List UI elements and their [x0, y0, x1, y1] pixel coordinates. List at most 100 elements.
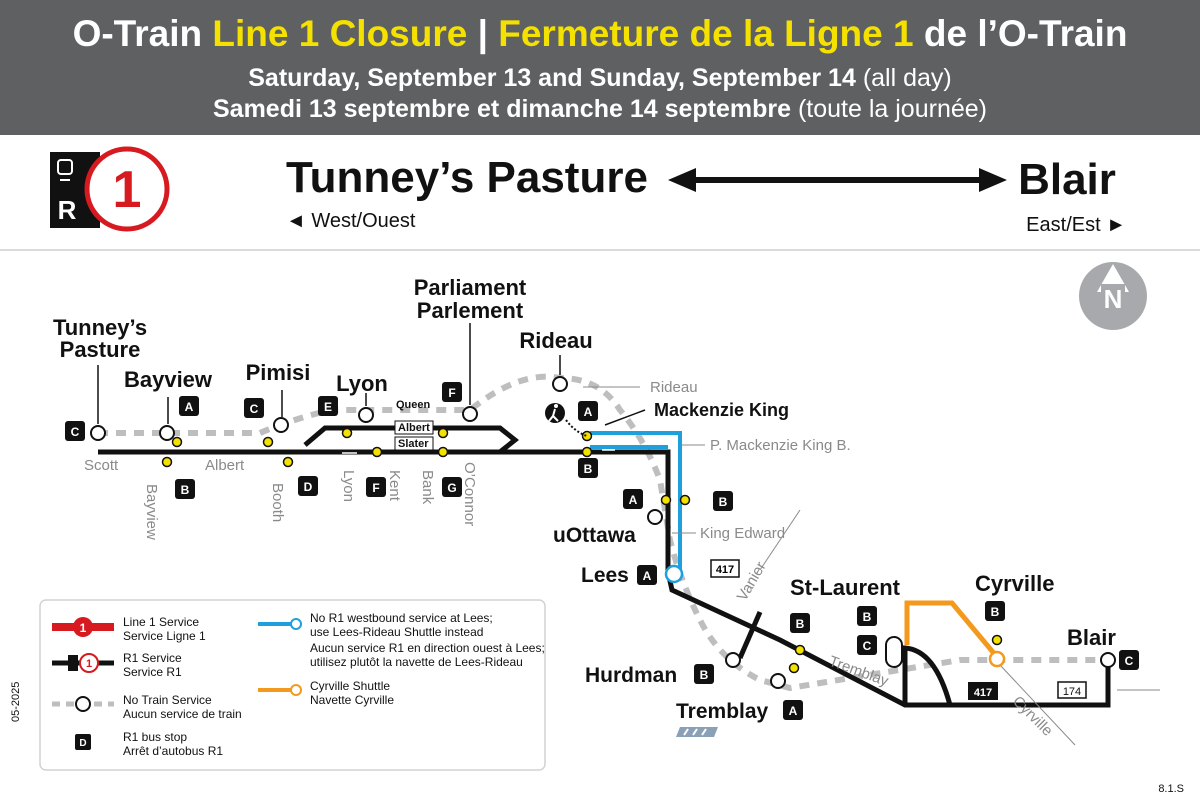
legend-line1-number: 1 — [80, 621, 87, 635]
hwy-174-label: 174 — [1063, 686, 1081, 698]
street-lyon: Lyon — [340, 470, 357, 502]
street-slater: Slater — [398, 438, 429, 450]
date-french: Samedi 13 septembre et dimanche 14 septe… — [0, 94, 1200, 124]
highway-417-icon: 417 — [710, 559, 740, 578]
hwy-417-label: 417 — [716, 564, 734, 576]
street-albert-downtown: Albert — [398, 422, 430, 434]
legend-notrain-en: No Train Service — [123, 693, 212, 707]
station-tunneys-pasture: Tunney’s — [53, 315, 147, 340]
svg-text:C: C — [250, 402, 259, 416]
highway-417-icon: 417 — [968, 682, 998, 700]
station-uottawa: uOttawa — [553, 524, 636, 547]
svg-text:B: B — [719, 495, 728, 509]
legend-r1-fr: Service R1 — [123, 665, 182, 679]
svg-text:C: C — [1125, 654, 1134, 668]
date-code: 05-2025 — [10, 682, 22, 722]
cyrville-station-marker — [988, 650, 1006, 668]
street-tremblay: Tremblay — [827, 653, 892, 690]
bus-stop-markers — [161, 427, 1003, 674]
svg-text:C: C — [71, 425, 80, 439]
legend-lees-fr2: utilisez plutôt la navette de Lees-Ridea… — [310, 655, 523, 669]
legend-line1-en: Line 1 Service — [123, 615, 199, 629]
legend-cyrville-en: Cyrville Shuttle — [310, 679, 390, 693]
street-rideau: Rideau — [650, 379, 698, 396]
svg-text:A: A — [185, 400, 194, 414]
title-part: O-Train — [72, 13, 213, 54]
station-tremblay: Tremblay — [676, 700, 769, 723]
direction-arrow — [668, 168, 1007, 192]
closed-train-line — [98, 373, 1108, 692]
header-banner: O-Train Line 1 Closure | Fermeture de la… — [0, 0, 1200, 135]
lees-station-marker — [664, 564, 684, 584]
station-rideau: Rideau — [519, 328, 592, 353]
compass-letter: N — [1104, 284, 1123, 314]
street-bank: Bank — [419, 470, 436, 505]
station-lyon: Lyon — [336, 371, 388, 396]
date-en: Saturday, September 13 and Sunday, Septe… — [248, 64, 856, 92]
date-en-note: (all day) — [855, 64, 952, 92]
svg-text:G: G — [447, 481, 456, 495]
stop-badges: C A B C D E F F G A B A B A B A B B C B … — [65, 382, 1139, 720]
hwy-417-label-2: 417 — [974, 687, 992, 699]
title-separator: | — [467, 13, 499, 54]
street-bayview: Bayview — [143, 484, 160, 540]
station-cyrville: Cyrville — [975, 571, 1055, 596]
station-markers — [90, 376, 1116, 689]
station-parlement: Parlement — [417, 298, 524, 323]
lees-rideau-shuttle-route — [590, 431, 682, 572]
station-mackenzie-king: Mackenzie King — [654, 400, 789, 420]
legend-notrain-fr: Aucun service de train — [123, 707, 242, 721]
date-fr-note: (toute la journée) — [791, 95, 987, 123]
legend: 1 Line 1 Service Service Ligne 1 1 R1 Se… — [39, 599, 546, 771]
legend-r1-number: 1 — [86, 658, 92, 670]
r1-bus-route — [98, 425, 1111, 708]
svg-text:F: F — [372, 481, 379, 495]
page-code: 8.1.S — [1158, 783, 1184, 795]
svg-text:B: B — [700, 668, 709, 682]
west-direction: ◄ West/Ouest — [286, 210, 416, 232]
svg-text:B: B — [863, 610, 872, 624]
station-lees: Lees — [581, 564, 629, 587]
svg-text:D: D — [304, 480, 313, 494]
street-king-edward: King Edward — [700, 525, 785, 542]
svg-text:C: C — [863, 639, 872, 653]
street-scott: Scott — [84, 457, 119, 474]
legend-line1-fr: Service Ligne 1 — [123, 629, 206, 643]
legend-cyrville-fr: Navette Cyrville — [310, 693, 394, 707]
legend-lees-en2: use Lees-Rideau Shuttle instead — [310, 625, 483, 639]
east-direction: East/Est ► — [1026, 214, 1126, 236]
title-closure-en: Line 1 Closure — [212, 13, 468, 54]
legend-lees-fr1: Aucun service R1 en direction ouest à Le… — [310, 641, 545, 655]
legend-lees-en1: No R1 westbound service at Lees; — [310, 611, 493, 625]
cyrville-shuttle-route — [904, 600, 999, 659]
street-p-mackenzie-king: P. Mackenzie King B. — [710, 437, 851, 454]
svg-text:B: B — [991, 605, 1000, 619]
legend-stop-fr: Arrêt d’autobus R1 — [123, 744, 223, 758]
rail-replacement-badge: R — [58, 195, 77, 225]
station-hurdman: Hurdman — [585, 664, 677, 687]
date-english: Saturday, September 13 and Sunday, Septe… — [0, 63, 1200, 93]
svg-text:A: A — [584, 405, 593, 419]
street-oconnor: O’Connor — [461, 462, 478, 526]
svg-text:A: A — [629, 493, 638, 507]
svg-text:B: B — [584, 462, 593, 476]
highway-174-icon: 174 — [1057, 681, 1087, 699]
legend-r1-en: R1 Service — [123, 651, 182, 665]
pedestrian-walk-icon — [545, 403, 565, 423]
legend-stop-en: R1 bus stop — [123, 730, 187, 744]
street-booth: Booth — [269, 483, 286, 522]
date-fr: Samedi 13 septembre et dimanche 14 septe… — [213, 95, 792, 123]
station-blair: Blair — [1067, 625, 1116, 650]
station-parliament: Parliament — [414, 275, 527, 300]
east-terminus-label: Blair — [1018, 155, 1116, 204]
street-queen: Queen — [396, 399, 431, 411]
station-pimisi: Pimisi — [246, 360, 311, 385]
via-rail-icon — [676, 727, 718, 737]
route-badge: R 1 — [50, 146, 170, 232]
legend-stop-letter: D — [79, 738, 86, 749]
street-albert: Albert — [205, 457, 245, 474]
station-st-laurent: St-Laurent — [790, 575, 901, 600]
west-terminus-label: Tunney’s Pasture — [286, 153, 648, 202]
north-arrow-icon: N — [1079, 262, 1147, 330]
